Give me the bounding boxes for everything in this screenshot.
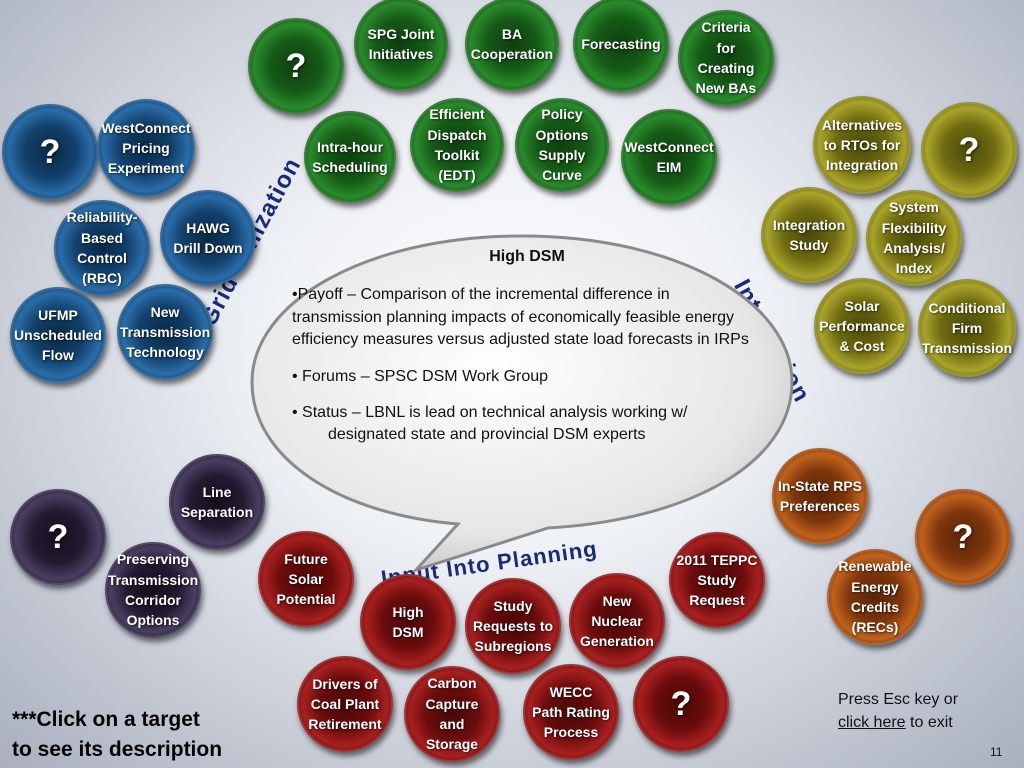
speech-status-line2: designated state and provincial DSM expe…: [328, 426, 646, 444]
click-instruction: ***Click on a target to see its descript…: [12, 708, 223, 762]
speech-forums: • Forums – SPSC DSM Work Group: [292, 367, 549, 385]
bubble-label: In-State RPS Preferences: [778, 477, 863, 514]
bubble-high-dsm[interactable]: High DSM: [360, 574, 456, 670]
page-number: 11: [990, 745, 1003, 759]
bubble-conditional-firm-transmission[interactable]: Conditional Firm Transmission: [918, 279, 1016, 377]
bubble-carbon-capture-storage[interactable]: Carbon Capture and Storage: [404, 666, 500, 762]
bubble-label: Reliability- Based Control (RBC): [66, 209, 138, 287]
question-mark-icon: ?: [670, 685, 692, 723]
speech-callout: [250, 234, 794, 572]
bubble-label: Carbon Capture and Storage: [425, 675, 479, 753]
exit-suffix: to exit: [905, 714, 953, 732]
bubble-ba-cooperation[interactable]: BA Cooperation: [465, 0, 559, 91]
bubble-spg-joint-initiatives[interactable]: SPG Joint Initiatives: [354, 0, 448, 91]
bubble-line-separation[interactable]: Line Separation: [169, 454, 265, 550]
bubble-solar-performance-cost[interactable]: Solar Performance & Cost: [814, 278, 910, 374]
bubble-label: Forecasting: [581, 35, 661, 52]
bubble-label: Policy Options Supply Curve: [535, 106, 589, 184]
bubble-label: Study Requests to Subregions: [472, 597, 554, 655]
question-mark-icon: ?: [39, 133, 61, 171]
bubble-label: Line Separation: [180, 483, 254, 520]
bubble-renewable-energy-credits[interactable]: Renewable Energy Credits (RECs): [827, 549, 923, 645]
bubble-label: HAWG Drill Down: [173, 219, 243, 256]
bubble-label: BA Cooperation: [470, 25, 554, 62]
bubble-label: Efficient Dispatch Toolkit (EDT): [427, 106, 487, 184]
bubble-alternatives-rtos[interactable]: Alternatives to RTOs for Integration: [813, 96, 911, 194]
question-mark-icon: ?: [952, 518, 974, 556]
bubble-label: System Flexibility Analysis/ Index: [881, 199, 947, 277]
exit-line: click here to exit: [838, 711, 958, 734]
bubble-new-transmission-technology[interactable]: New Transmission Technology: [117, 284, 213, 380]
bubble-label: Drivers of Coal Plant Retirement: [308, 675, 382, 733]
bubble-new-nuclear-generation[interactable]: New Nuclear Generation: [569, 573, 665, 669]
bubble-preserving-corridor[interactable]: Preserving Transmission Corridor Options: [105, 542, 201, 638]
bubble-label: SPG Joint Initiatives: [367, 25, 435, 62]
bubble-forecasting[interactable]: Forecasting: [573, 0, 669, 92]
exit-instruction: Press Esc key or click here to exit: [838, 688, 958, 734]
bubble-ufmp-unscheduled-flow[interactable]: UFMP Unscheduled Flow: [10, 287, 106, 383]
bubble-future-solar-potential[interactable]: Future Solar Potential: [258, 531, 354, 627]
bubble-hawg-drill-down[interactable]: HAWG Drill Down: [160, 190, 256, 286]
bubble-label: WestConnect Pricing Experiment: [101, 119, 191, 177]
bubble-wecc-path-rating[interactable]: WECC Path Rating Process: [523, 664, 619, 760]
bubble-tepcc-2011-study-request[interactable]: 2011 TEPPC Study Request: [669, 532, 765, 628]
speech-content: High DSM •Payoff – Comparison of the inc…: [292, 246, 762, 461]
bubble-label: Preserving Transmission Corridor Options: [107, 551, 199, 629]
bubble-purple-q[interactable]: ?: [10, 489, 106, 585]
bubble-in-state-rps[interactable]: In-State RPS Preferences: [772, 448, 868, 544]
bubble-red-q[interactable]: ?: [633, 656, 729, 752]
bubble-criteria-new-bas[interactable]: Criteria for Creating New BAs: [678, 10, 774, 106]
bubble-drivers-coal-retirement[interactable]: Drivers of Coal Plant Retirement: [297, 656, 393, 752]
speech-title: High DSM: [489, 248, 565, 265]
bubble-study-requests-subregions[interactable]: Study Requests to Subregions: [465, 578, 561, 674]
question-mark-icon: ?: [47, 518, 69, 556]
speech-status: • Status – LBNL is lead on technical ana…: [292, 402, 762, 447]
bubble-westconnect-eim[interactable]: WestConnect EIM: [621, 109, 717, 205]
bubble-label: Future Solar Potential: [276, 550, 336, 608]
bubble-label: High DSM: [392, 603, 424, 640]
bubble-policy-options-supply-curve[interactable]: Policy Options Supply Curve: [515, 98, 609, 192]
bubble-label: Criteria for Creating New BAs: [695, 19, 757, 97]
bubble-label: UFMP Unscheduled Flow: [14, 306, 102, 364]
bubble-label: 2011 TEPPC Study Request: [676, 551, 758, 609]
bubble-efficient-dispatch-toolkit[interactable]: Efficient Dispatch Toolkit (EDT): [410, 98, 504, 192]
bubble-westconnect-pricing-experiment[interactable]: WestConnect Pricing Experiment: [97, 99, 195, 197]
bubble-label: WECC Path Rating Process: [532, 683, 610, 741]
bubble-intra-hour-scheduling[interactable]: Intra-hour Scheduling: [304, 111, 396, 203]
bubble-label: Integration Study: [772, 216, 846, 253]
bubble-reliability-based-control[interactable]: Reliability- Based Control (RBC): [54, 200, 150, 296]
bubble-orange-q[interactable]: ?: [915, 489, 1011, 585]
bubble-label: Conditional Firm Transmission: [921, 299, 1013, 357]
bubble-label: Intra-hour Scheduling: [312, 138, 388, 175]
bubble-label: Alternatives to RTOs for Integration: [821, 116, 903, 174]
bubble-integration-study[interactable]: Integration Study: [761, 187, 857, 283]
bubble-olive-q[interactable]: ?: [921, 102, 1017, 198]
speech-status-line1: • Status – LBNL is lead on technical ana…: [292, 403, 688, 421]
exit-prefix: Press Esc key or: [838, 691, 959, 708]
bubble-label: Renewable Energy Credits (RECs): [838, 558, 912, 636]
bubble-label: Solar Performance & Cost: [819, 297, 905, 355]
question-mark-icon: ?: [958, 131, 980, 169]
bubble-system-flexibility[interactable]: System Flexibility Analysis/ Index: [866, 190, 962, 286]
question-mark-icon: ?: [285, 47, 307, 85]
exit-link[interactable]: click here: [838, 714, 906, 732]
bubble-blue-q[interactable]: ?: [2, 104, 98, 200]
speech-payoff: •Payoff – Comparison of the incremental …: [292, 286, 749, 349]
bubble-label: New Nuclear Generation: [580, 592, 654, 650]
bubble-green-q[interactable]: ?: [248, 18, 344, 114]
bubble-label: WestConnect EIM: [624, 138, 714, 175]
bubble-label: New Transmission Technology: [119, 303, 211, 361]
